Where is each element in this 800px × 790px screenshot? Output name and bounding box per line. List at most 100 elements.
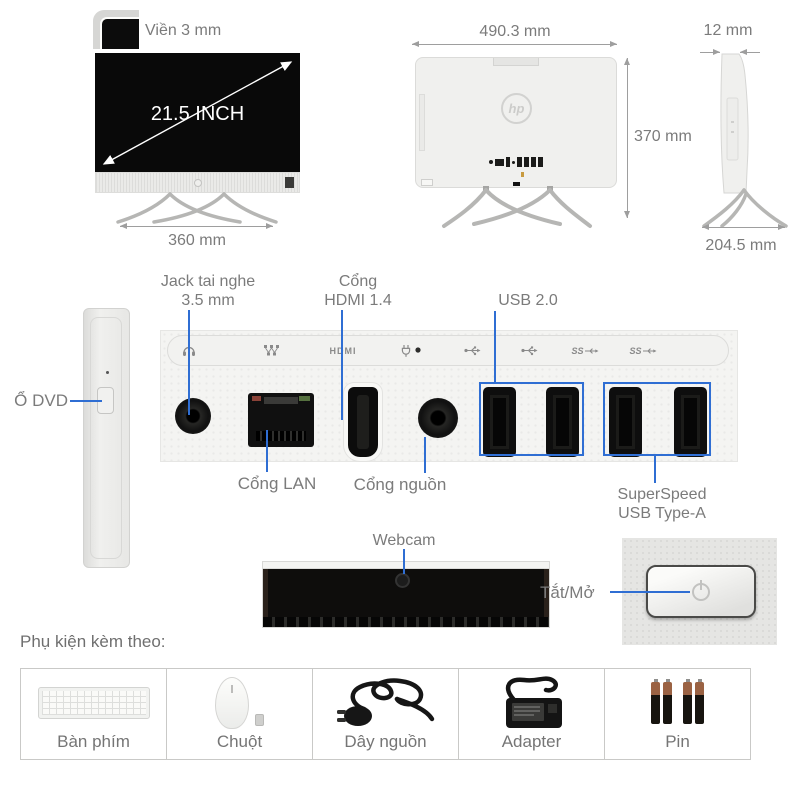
bezel-closeup (93, 10, 139, 49)
lan-label: Cổng LAN (237, 474, 317, 493)
back-port-bar (538, 157, 543, 167)
adapter-icon (459, 669, 604, 732)
back-power-hole (513, 182, 520, 186)
bezel-label: Viền 3 mm (145, 22, 222, 39)
superspeed-label-line2: USB Type-A (618, 505, 706, 522)
back-port-rect (495, 158, 504, 166)
hdmi-slot (357, 395, 369, 449)
back-width-arrow (412, 41, 617, 47)
superspeed-callout-line (654, 454, 656, 483)
usb-port (674, 387, 707, 457)
side-stand (702, 188, 788, 228)
back-label-chip (421, 179, 433, 186)
superspeed-highlight-box (603, 382, 711, 456)
diagonal-arrow (102, 61, 293, 165)
superspeed-usb-icon: SS (624, 343, 662, 359)
power-symbol-icon (692, 582, 710, 601)
accessory-cell-adapter: Adapter (459, 669, 605, 759)
headphone-callout-line (188, 310, 190, 415)
usb-port (483, 387, 516, 457)
superspeed-label-line1: SuperSpeed (617, 486, 707, 503)
lan-port (248, 393, 314, 447)
lan-led-green (299, 396, 310, 401)
accessory-label: Pin (665, 732, 690, 751)
hdmi-port (348, 387, 378, 457)
power-port (418, 398, 458, 438)
power-callout-line (424, 437, 426, 473)
lan-pins (256, 431, 306, 441)
back-stand (442, 186, 592, 228)
ss-icon-text: SS (571, 345, 584, 356)
base-depth-label: 204.5 mm (705, 237, 777, 254)
front-speaker-bar (95, 172, 300, 193)
webcam-callout-line (403, 549, 405, 574)
keyboard-icon (21, 669, 166, 732)
cam-left-sliver (263, 569, 268, 617)
accessory-cell-power-cord: Dây nguồn (313, 669, 459, 759)
lan-led-red (252, 396, 261, 401)
front-view-screen: 21.5 INCH (95, 53, 300, 172)
depth-arrow-left (700, 49, 720, 55)
lan-metal (264, 397, 298, 404)
battery-icon (605, 669, 750, 732)
cam-right-sliver (544, 569, 549, 617)
webcam-lens (395, 573, 410, 588)
front-stand (116, 192, 278, 224)
headphone-label-line2: 3.5 mm (181, 292, 235, 309)
dvd-tray-outline (90, 317, 122, 559)
back-vent (493, 58, 539, 66)
back-port-dot (489, 160, 493, 164)
accessory-cell-keyboard: Bàn phím (21, 669, 167, 759)
usb-dongle (255, 714, 264, 726)
accessories-title: Phụ kiện kèm theo: (20, 632, 166, 651)
hdmi-label-line1: Cổng (338, 273, 378, 290)
screen-size-label: 21.5 INCH (150, 103, 245, 125)
accessory-cell-mouse: Chuột (167, 669, 313, 759)
webcam-label: Webcam (372, 532, 436, 549)
hdmi-icon: HDMI (329, 345, 357, 356)
lan-callout-line (266, 430, 268, 472)
hp-logo: hp (501, 93, 532, 124)
dvd-drive (83, 308, 130, 568)
bezel-closeup-screen (100, 17, 139, 49)
hdmi-label: Cổng HDMI 1.4 (308, 272, 408, 310)
back-view-body: hp (415, 57, 617, 188)
back-dvd-edge (419, 94, 425, 151)
height-arrow (624, 58, 630, 218)
hp-logo-dot (194, 179, 202, 187)
front-width-arrow (120, 223, 273, 229)
headphone-jack-port (175, 398, 211, 434)
hp-logo-text: hp (508, 101, 525, 116)
power-cord-icon (313, 669, 458, 732)
accessory-label: Dây nguồn (344, 732, 427, 751)
dvd-callout-line (70, 400, 102, 402)
cam-speaker-grille (263, 617, 549, 627)
usb-icon (457, 343, 487, 359)
back-orange-mark (521, 172, 524, 177)
headphone-label-line1: Jack tai nghe (160, 273, 256, 290)
accessory-cell-battery: Pin (605, 669, 750, 759)
headphone-label: Jack tai nghe 3.5 mm (150, 272, 266, 310)
depth-label: 12 mm (703, 22, 753, 39)
cam-top-frame (263, 562, 549, 569)
power-icon (394, 343, 428, 359)
back-port-dot (512, 160, 515, 164)
accessory-label: Adapter (501, 732, 562, 751)
dvd-indicator-dot (106, 371, 109, 374)
depth-arrow-right (740, 49, 760, 55)
ss-icon-text: SS (629, 345, 642, 356)
webcam-strip (262, 561, 550, 628)
mouse-icon (167, 669, 312, 732)
back-port-bar (517, 157, 522, 167)
accessory-label: Chuột (216, 732, 263, 751)
back-port-bar (506, 157, 510, 167)
hdmi-label-line2: HDMI 1.4 (324, 292, 392, 309)
hdmi-callout-line (341, 310, 343, 420)
usb-icon (514, 343, 544, 359)
front-width-label: 360 mm (168, 232, 226, 249)
base-depth-arrow (702, 224, 785, 230)
accessories-table: Bàn phím Chuột Dây nguồn (20, 668, 751, 760)
power-toggle-callout-line (610, 591, 690, 593)
usb2-callout-line (494, 311, 496, 383)
